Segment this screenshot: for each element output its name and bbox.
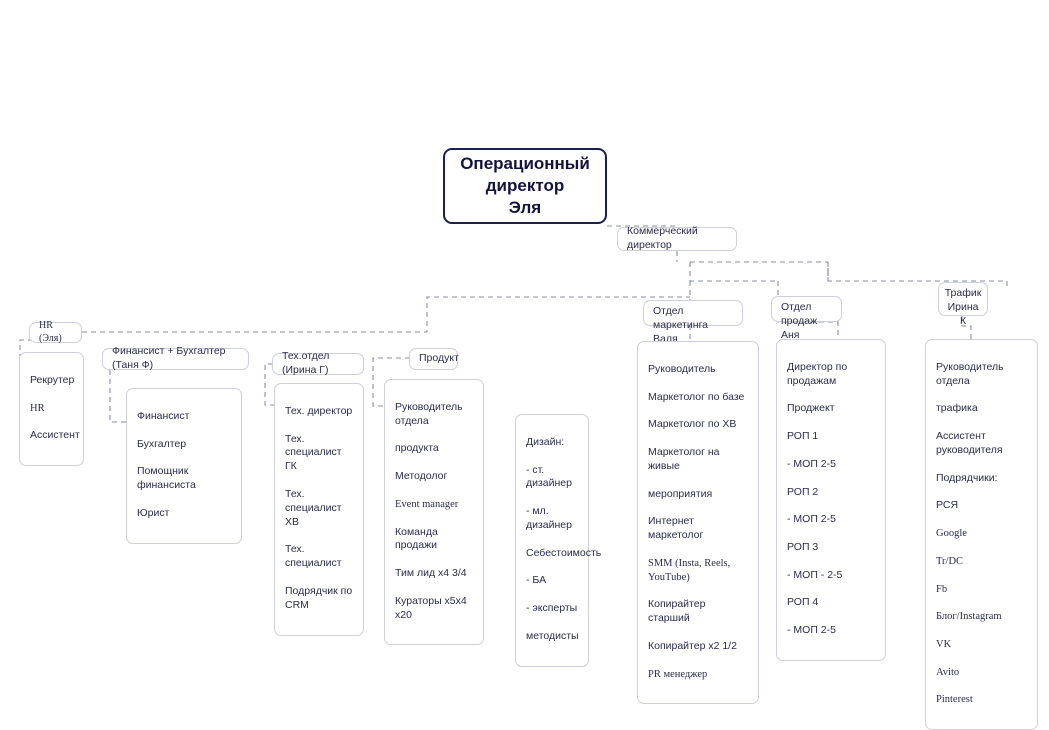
link-commercial-bus-left bbox=[689, 262, 778, 282]
node-marketing-head[interactable]: Отдел маркетинга Валя bbox=[643, 300, 743, 345]
list-item: Кураторы х5х4 х20 bbox=[395, 594, 467, 621]
list-item: Google bbox=[936, 528, 967, 540]
list-item: РСЯ bbox=[936, 499, 959, 512]
list-item: Тех. специалист bbox=[285, 543, 342, 570]
list-item: Ассистент bbox=[30, 429, 80, 442]
node-tech-head[interactable]: Тех.отдел (Ирина Г) bbox=[272, 350, 364, 376]
list-item: - МОП 2-5 bbox=[787, 457, 836, 470]
list-item: Бухгалтер bbox=[137, 437, 187, 450]
list-item: Тим лид х4 3/4 bbox=[395, 567, 467, 580]
list-item: HR bbox=[30, 402, 45, 414]
node-traffic-head[interactable]: Трафик Ирина К bbox=[938, 282, 988, 327]
list-item: РОП 3 bbox=[787, 541, 819, 554]
list-item: Тех. директор bbox=[285, 404, 353, 417]
node-product-head[interactable]: Продукт bbox=[409, 348, 459, 370]
list-item: Pinterest bbox=[936, 694, 973, 706]
list-item: - БА bbox=[526, 574, 547, 587]
list-item: Подрядчик по CRM bbox=[285, 585, 353, 611]
list-item: Методолог bbox=[395, 470, 448, 483]
list-item: - МОП 2-5 bbox=[787, 513, 836, 526]
list-item: РОП 4 bbox=[787, 596, 819, 609]
node-sales-head[interactable]: Отдел продаж Аня bbox=[771, 296, 842, 341]
list-item: - МОП - 2-5 bbox=[787, 568, 843, 581]
list-item: Руководитель bbox=[648, 362, 716, 375]
list-item: Директор по продажам bbox=[787, 360, 848, 387]
list-item: РОП 1 bbox=[787, 430, 819, 443]
list-item: мероприятия bbox=[648, 487, 713, 500]
list-item: продукта bbox=[395, 442, 439, 455]
node-design-list[interactable]: Дизайн: - ст. дизайнер - мл. дизайнер Се… bbox=[515, 414, 602, 667]
list-item: Копирайтер старший bbox=[648, 598, 706, 625]
list-item: Помощник финансиста bbox=[137, 465, 196, 492]
node-finance-head[interactable]: Финансист + Бухгалтер (Таня Ф) bbox=[102, 345, 249, 371]
list-item: SMM (Insta, Reels, YouTube) bbox=[648, 557, 731, 583]
link-left-bus bbox=[82, 296, 690, 333]
list-item: Блог/Instagram bbox=[936, 611, 1002, 623]
list-item: Tr/DC bbox=[936, 555, 964, 567]
list-item: Тех. специалист ХВ bbox=[285, 488, 342, 528]
list-item: Руководитель отдела bbox=[936, 360, 1004, 387]
list-item: Fb bbox=[936, 583, 948, 595]
list-item: Интернет маркетолог bbox=[648, 515, 704, 542]
list-item: Маркетолог по базе bbox=[648, 390, 745, 403]
org-chart-canvas: Операционный директор Эля Коммерческий д… bbox=[19, 148, 1038, 730]
list-item: Подрядчики: bbox=[936, 471, 998, 484]
list-item: Юрист bbox=[137, 506, 170, 519]
list-item: Команда продажи bbox=[395, 525, 438, 552]
list-item: Рекрутер bbox=[30, 373, 75, 386]
list-item: PR менеджер bbox=[648, 668, 708, 680]
list-item: трафика bbox=[936, 402, 978, 415]
node-sales-list[interactable]: Директор по продажам Проджект РОП 1 - МО… bbox=[776, 339, 886, 661]
list-item: Себестоимость bbox=[526, 546, 602, 559]
node-commercial-director[interactable]: Коммерческий директор bbox=[617, 225, 737, 251]
node-finance-list[interactable]: Финансист Бухгалтер Помощник финансиста … bbox=[126, 388, 242, 544]
link-commercial-bus bbox=[690, 261, 829, 281]
list-item: - ст. дизайнер bbox=[526, 463, 572, 490]
node-hr-list[interactable]: Рекрутер HR Ассистент bbox=[19, 352, 84, 467]
node-traffic-list[interactable]: Руководитель отдела трафика Ассистент ру… bbox=[925, 339, 1038, 730]
list-item: РОП 2 bbox=[787, 485, 819, 498]
list-item: Тех. специалист ГК bbox=[285, 432, 342, 473]
list-item: Дизайн: bbox=[526, 435, 565, 448]
list-item: VK bbox=[936, 639, 952, 651]
list-item: - эксперты bbox=[526, 602, 578, 615]
list-item: методисты bbox=[526, 629, 579, 642]
list-item: - мл. дизайнер bbox=[526, 505, 572, 532]
list-item: Проджект bbox=[787, 402, 835, 415]
node-product-list[interactable]: Руководитель отдела продукта Методолог E… bbox=[384, 379, 484, 646]
list-item: Маркетолог по ХВ bbox=[648, 418, 737, 431]
node-hr-head[interactable]: HR (Эля) bbox=[29, 320, 82, 344]
list-item: Ассистент руководителя bbox=[936, 430, 1003, 457]
node-operational-director[interactable]: Операционный директор Эля bbox=[443, 148, 607, 224]
list-item: Копирайтер х2 1/2 bbox=[648, 640, 737, 653]
node-tech-list[interactable]: Тех. директор Тех. специалист ГК Тех. сп… bbox=[274, 383, 364, 636]
list-item: Avito bbox=[936, 666, 960, 678]
node-marketing-list[interactable]: Руководитель Маркетолог по базе Маркетол… bbox=[637, 341, 759, 705]
list-item: - МОП 2-5 bbox=[787, 624, 836, 637]
list-item: Финансист bbox=[137, 409, 190, 422]
list-item: Руководитель отдела bbox=[395, 400, 463, 427]
list-item: Event manager bbox=[395, 498, 459, 510]
list-item: Маркетолог на живые bbox=[648, 446, 720, 472]
